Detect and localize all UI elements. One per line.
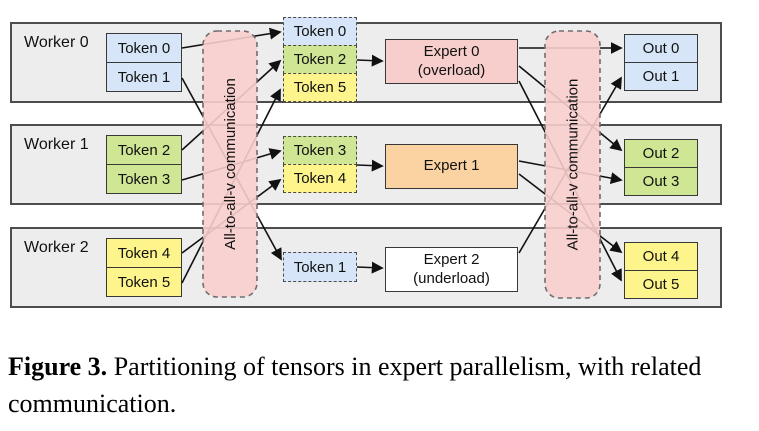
- out2-box: Out 2: [624, 139, 698, 168]
- expert-0-status: (overload): [417, 61, 486, 79]
- worker1-token2-box: Token 2: [106, 135, 182, 165]
- expert-1-box: Expert 1: [385, 144, 518, 189]
- worker0-token0-box: Token 0: [106, 33, 182, 63]
- worker1-token3-box: Token 3: [106, 164, 182, 194]
- shuffled-token1-box: Token 1: [283, 252, 357, 282]
- worker2-token5-box: Token 5: [106, 267, 182, 297]
- out5-box: Out 5: [624, 270, 698, 299]
- worker-2-label: Worker 2: [24, 239, 89, 256]
- worker0-token1-box: Token 1: [106, 62, 182, 92]
- shuffled-token0-box: Token 0: [283, 17, 357, 46]
- shuffled-token3-box: Token 3: [283, 136, 357, 165]
- worker-0-label: Worker 0: [24, 34, 89, 51]
- expert-0-name: Expert 0: [423, 43, 480, 61]
- worker-1-label: Worker 1: [24, 136, 89, 153]
- expert-2-box: Expert 2 (underload): [385, 247, 518, 292]
- worker2-token4-box: Token 4: [106, 238, 182, 268]
- shuffled-token5-box: Token 5: [283, 73, 357, 102]
- expert-2-name: Expert 2: [423, 251, 480, 269]
- shuffled-token2-box: Token 2: [283, 45, 357, 74]
- shuffled-token4-box: Token 4: [283, 164, 357, 193]
- out1-box: Out 1: [624, 62, 698, 91]
- figure-caption: Figure 3. Partitioning of tensors in exp…: [8, 348, 756, 422]
- out3-box: Out 3: [624, 167, 698, 196]
- expert-2-status: (underload): [413, 269, 490, 287]
- caption-tag: Figure 3.: [8, 352, 108, 381]
- caption-text: Partitioning of tensors in expert parall…: [8, 352, 702, 418]
- expert-1-name: Expert 1: [423, 157, 480, 175]
- out4-box: Out 4: [624, 242, 698, 271]
- expert-0-box: Expert 0 (overload): [385, 39, 518, 84]
- out0-box: Out 0: [624, 34, 698, 63]
